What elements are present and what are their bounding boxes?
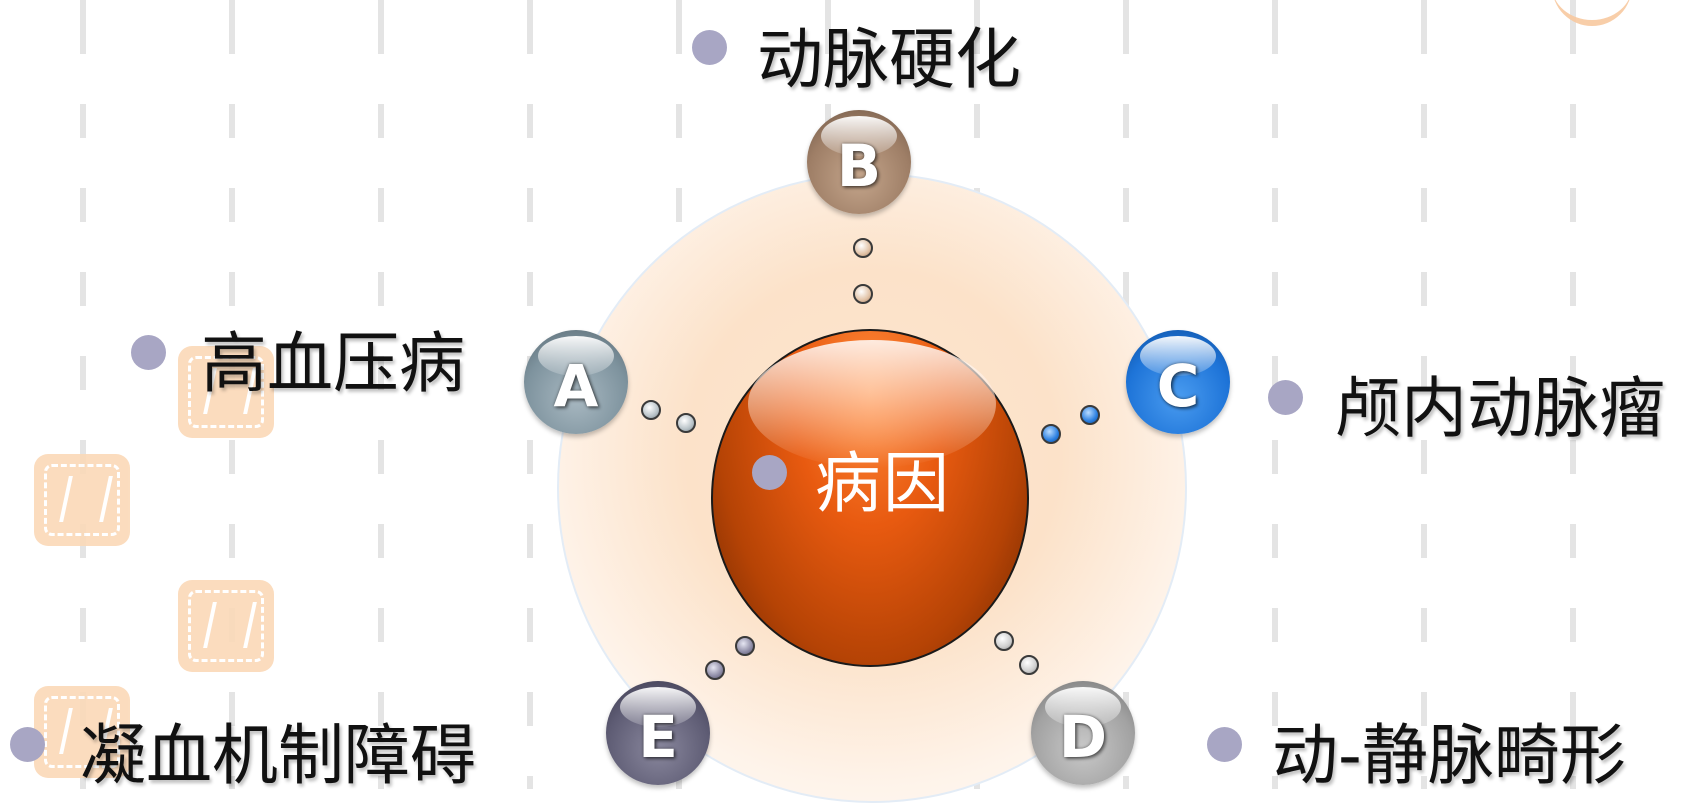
- connector-bead-d: [994, 631, 1014, 651]
- connector-bead-a: [641, 400, 661, 420]
- label-bullet-dot-e: [10, 727, 45, 762]
- orb-gloss: [821, 116, 897, 156]
- connector-bead-d: [1019, 655, 1039, 675]
- node-orb-e: E: [606, 681, 710, 785]
- node-label-e: 凝血机制障碍: [80, 717, 476, 794]
- seal-stamp-decoration: [34, 686, 130, 778]
- node-orb-c: C: [1126, 330, 1230, 434]
- label-bullet-dot-c: [1268, 380, 1303, 415]
- background-dash-column: [1421, 0, 1427, 789]
- background-dash-column: [1570, 0, 1576, 789]
- corner-swirl-decoration: [1552, 0, 1632, 26]
- background-dash-column: [80, 0, 86, 789]
- node-letter-e: E: [638, 703, 678, 771]
- center-label: 病因: [815, 445, 951, 522]
- orb-gloss: [1045, 687, 1121, 727]
- connector-bead-e: [735, 636, 755, 656]
- node-label-a: 高血压病: [201, 325, 465, 402]
- label-bullet-dot-a: [131, 335, 166, 370]
- node-orb-b: B: [807, 110, 911, 214]
- orb-gloss: [1140, 336, 1216, 376]
- seal-stamp-decoration: [178, 346, 274, 438]
- background-dash-column: [378, 0, 384, 789]
- node-label-d: 动-静脉畸形: [1272, 717, 1626, 794]
- center-bullet-dot: [752, 455, 787, 490]
- node-label-b: 动脉硬化: [757, 21, 1021, 98]
- node-letter-a: A: [553, 352, 599, 420]
- node-letter-d: D: [1058, 703, 1108, 771]
- connector-bead-e: [705, 660, 725, 680]
- node-label-c: 颅内动脉瘤: [1335, 370, 1665, 447]
- seal-stamp-decoration: [34, 454, 130, 546]
- orb-gloss: [620, 687, 696, 727]
- orb-gloss: [538, 336, 614, 376]
- connector-bead-b: [853, 238, 873, 258]
- connector-bead-b: [853, 284, 873, 304]
- label-bullet-dot-b: [692, 30, 727, 65]
- seal-stamp-decoration: [178, 580, 274, 672]
- node-letter-b: B: [836, 132, 882, 200]
- center-sphere-gloss: [748, 340, 996, 468]
- connector-bead-c: [1080, 405, 1100, 425]
- connector-bead-c: [1041, 424, 1061, 444]
- connector-bead-a: [676, 413, 696, 433]
- label-bullet-dot-d: [1207, 727, 1242, 762]
- node-letter-c: C: [1156, 352, 1200, 420]
- node-orb-a: A: [524, 330, 628, 434]
- node-orb-d: D: [1031, 681, 1135, 785]
